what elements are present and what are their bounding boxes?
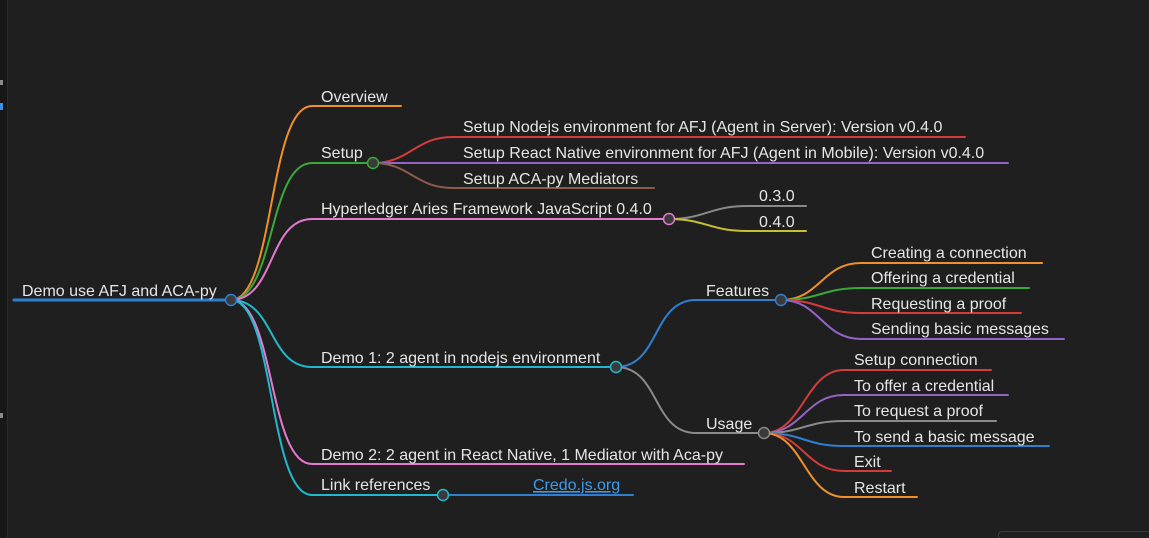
node-usage-restart[interactable]: Restart <box>854 480 906 497</box>
node-demo1[interactable]: Demo 1: 2 agent in nodejs environment <box>321 350 601 367</box>
root-node[interactable]: Demo use AFJ and ACA-py <box>22 283 217 300</box>
edge-setup-nodejs <box>372 136 966 164</box>
hyperledger-collapse-toggle[interactable] <box>662 212 676 226</box>
edge-root-demo2 <box>230 299 745 465</box>
setup-collapse-toggle[interactable] <box>366 156 380 170</box>
node-version-040[interactable]: 0.4.0 <box>759 214 795 231</box>
node-overview[interactable]: Overview <box>321 89 388 106</box>
edge-feat-0 <box>780 262 1043 301</box>
editor-gutter <box>0 0 8 537</box>
node-version-030[interactable]: 0.3.0 <box>759 188 795 205</box>
node-setup-nodejs[interactable]: Setup Nodejs environment for AFJ (Agent … <box>463 119 942 136</box>
edge-feat-3 <box>780 299 1065 340</box>
node-usage-exit[interactable]: Exit <box>854 454 881 471</box>
node-features[interactable]: Features <box>706 283 769 300</box>
minimap-corner <box>998 531 1149 538</box>
edge-root-demo1 <box>230 299 617 368</box>
edge-root-overview <box>230 105 402 301</box>
edge-usage-5 <box>763 432 918 498</box>
edge-root-hyperledger <box>230 218 670 301</box>
edge-usage-1 <box>763 394 1009 434</box>
edge-hl-040 <box>668 218 807 232</box>
node-usage-basic-message[interactable]: To send a basic message <box>854 429 1035 446</box>
node-feature-proof[interactable]: Requesting a proof <box>871 296 1007 313</box>
node-setup-acapy[interactable]: Setup ACA-py Mediators <box>463 171 638 188</box>
node-usage-request-proof[interactable]: To request a proof <box>854 403 984 420</box>
node-usage[interactable]: Usage <box>706 416 752 433</box>
node-setup[interactable]: Setup <box>321 145 363 162</box>
node-feature-connection[interactable]: Creating a connection <box>871 245 1027 262</box>
credo-link[interactable]: Credo.js.org <box>533 477 620 494</box>
node-link-references[interactable]: Link references <box>321 477 430 494</box>
edge-demo1-usage <box>615 366 765 434</box>
node-usage-setup-connection[interactable]: Setup connection <box>854 352 978 369</box>
edge-demo1-features <box>615 299 782 368</box>
gutter-marker <box>0 413 3 418</box>
gutter-marker <box>0 80 3 85</box>
gutter-marker-active <box>0 103 3 110</box>
edge-usage-0 <box>763 369 992 434</box>
edge-setup-acapy <box>372 162 655 189</box>
node-hyperledger[interactable]: Hyperledger Aries Framework JavaScript 0… <box>321 201 652 218</box>
edge-root-setup <box>230 162 374 301</box>
links-collapse-toggle[interactable] <box>436 488 450 502</box>
node-feature-messages[interactable]: Sending basic messages <box>871 321 1049 338</box>
node-setup-reactnative[interactable]: Setup React Native environment for AFJ (… <box>463 145 984 162</box>
edge-root-links <box>230 299 444 496</box>
root-collapse-toggle[interactable] <box>224 293 238 307</box>
demo1-collapse-toggle[interactable] <box>609 360 623 374</box>
usage-collapse-toggle[interactable] <box>757 426 771 440</box>
node-feature-credential[interactable]: Offering a credential <box>871 270 1015 287</box>
node-usage-offer-credential[interactable]: To offer a credential <box>854 378 994 395</box>
features-collapse-toggle[interactable] <box>774 293 788 307</box>
node-demo2[interactable]: Demo 2: 2 agent in React Native, 1 Media… <box>321 447 723 464</box>
